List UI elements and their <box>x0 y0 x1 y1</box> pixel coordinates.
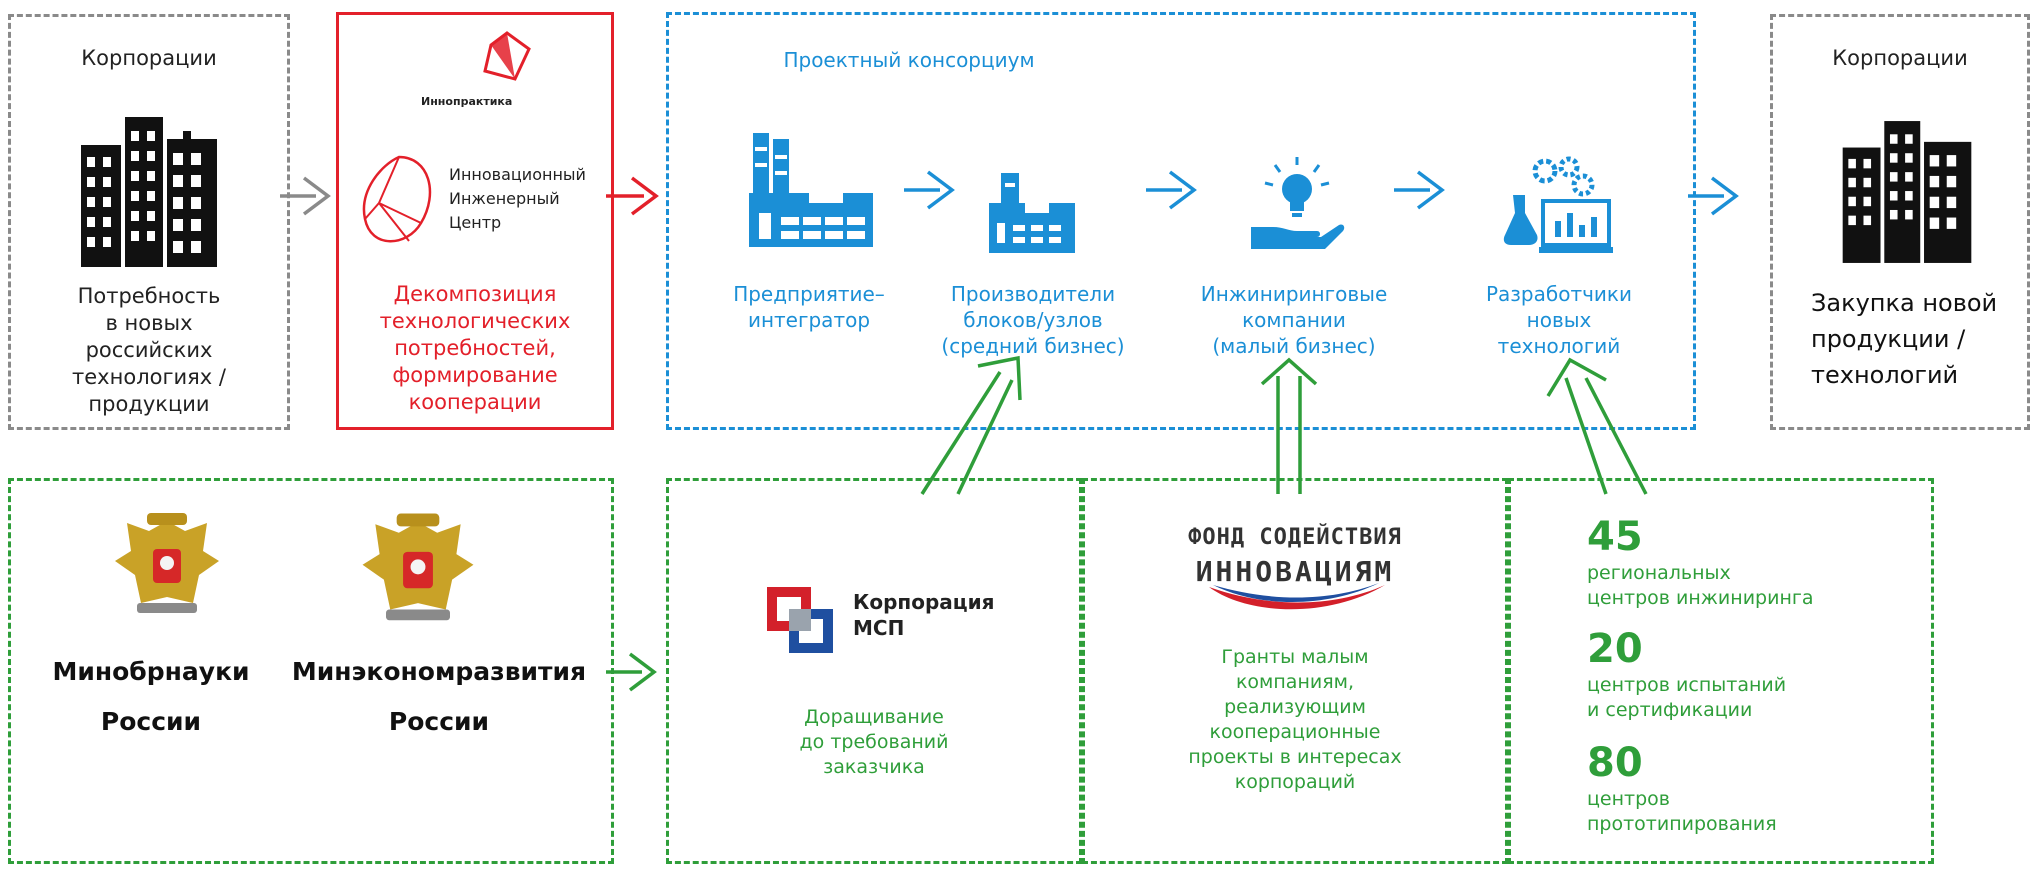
left-corporations-box: Корпорации <box>8 14 290 430</box>
lightbulb-hand-icon <box>1247 155 1347 255</box>
fund-box: ФОНД СОДЕЙСТВИЯ ИННОВАЦИЯМ Гранты малым … <box>1082 478 1508 864</box>
stage-label-integrator: Предприятие– интегратор <box>733 282 885 332</box>
arrow-right-icon <box>904 170 955 210</box>
ministry-name: Минобрнауки <box>52 657 250 686</box>
ministry-country: России <box>388 707 490 736</box>
left-corporations-caption: Потребность в новых российских технологи… <box>72 284 226 416</box>
fund-logo-line2: ИННОВАЦИЯМ <box>1195 555 1395 588</box>
lab-gears-icon <box>1503 155 1613 255</box>
factory-icon <box>747 133 875 247</box>
arrow-right-icon <box>280 176 331 216</box>
arrow-right-icon <box>1688 176 1739 216</box>
right-corporations-caption: Закупка новой продукции / технологий <box>1811 289 1998 389</box>
iec-box: Иннопрактика Инновационный Инженерный Це… <box>336 12 614 430</box>
centers-box: 45 региональных центров инжиниринга 20 ц… <box>1508 478 1934 864</box>
fund-swoosh-icon <box>1207 581 1387 621</box>
iec-caption: Декомпозиция технологических потребносте… <box>379 282 571 414</box>
centers-label: центров испытаний и сертификации <box>1587 674 1787 721</box>
centers-label: центров прототипирования <box>1587 788 1777 835</box>
centers-number: 45 <box>1587 514 1643 560</box>
msp-logo-icon <box>767 587 839 659</box>
arrow-up-icon <box>1546 357 1648 495</box>
stage-label-developers: Разработчики новых технологий <box>1485 282 1632 358</box>
arrow-right-icon <box>1394 170 1445 210</box>
arrow-up-icon <box>1260 357 1318 494</box>
centers-number: 80 <box>1587 740 1643 786</box>
right-corporations-title: Корпорации <box>1832 46 1968 70</box>
city-buildings-icon <box>75 117 223 267</box>
consortium-title: Проектный консорциум <box>783 48 1035 72</box>
stage-label-producers: Производители блоков/узлов (средний бизн… <box>941 282 1125 358</box>
ministry-country: России <box>100 707 202 736</box>
centers-label: региональных центров инжиниринга <box>1587 562 1814 609</box>
innopraktika-brand: Иннопрактика <box>421 95 513 108</box>
right-corporations-box: Корпорации Закупка новой проду <box>1770 14 2030 430</box>
ministries-box: Минобрнауки России Минэкономразвития Рос… <box>8 478 614 864</box>
left-corporations-title: Корпорации <box>81 46 217 70</box>
msp-box: Корпорация МСП Доращивание до требований… <box>666 478 1082 864</box>
iec-circle-logo-icon <box>359 153 441 253</box>
coat-of-arms-icon <box>107 505 227 625</box>
arrow-right-icon <box>1146 170 1197 210</box>
coat-of-arms-icon <box>353 505 483 633</box>
small-factory-icon <box>987 173 1077 253</box>
arrow-right-icon <box>606 176 659 216</box>
arrow-right-icon <box>606 652 657 692</box>
fund-logo-line1: ФОНД СОДЕЙСТВИЯ <box>1188 525 1402 550</box>
centers-number: 20 <box>1587 626 1643 672</box>
ministry-name: Минэкономразвития <box>291 657 587 686</box>
fund-caption: Гранты малым компаниям, реализующим кооп… <box>1188 646 1402 793</box>
msp-logo-text: Корпорация МСП <box>853 590 995 640</box>
project-consortium-box: Проектный консорциум Предприятие– интегр… <box>666 12 1696 430</box>
arrow-up-icon <box>920 355 1022 495</box>
stage-label-engineering: Инжиниринговые компании (малый бизнес) <box>1200 282 1388 358</box>
iec-name: Инновационный Инженерный Центр <box>449 165 586 232</box>
city-buildings-icon <box>1837 117 1977 267</box>
msp-caption: Доращивание до требований заказчика <box>799 706 949 778</box>
innopraktika-logo-icon <box>477 31 533 91</box>
